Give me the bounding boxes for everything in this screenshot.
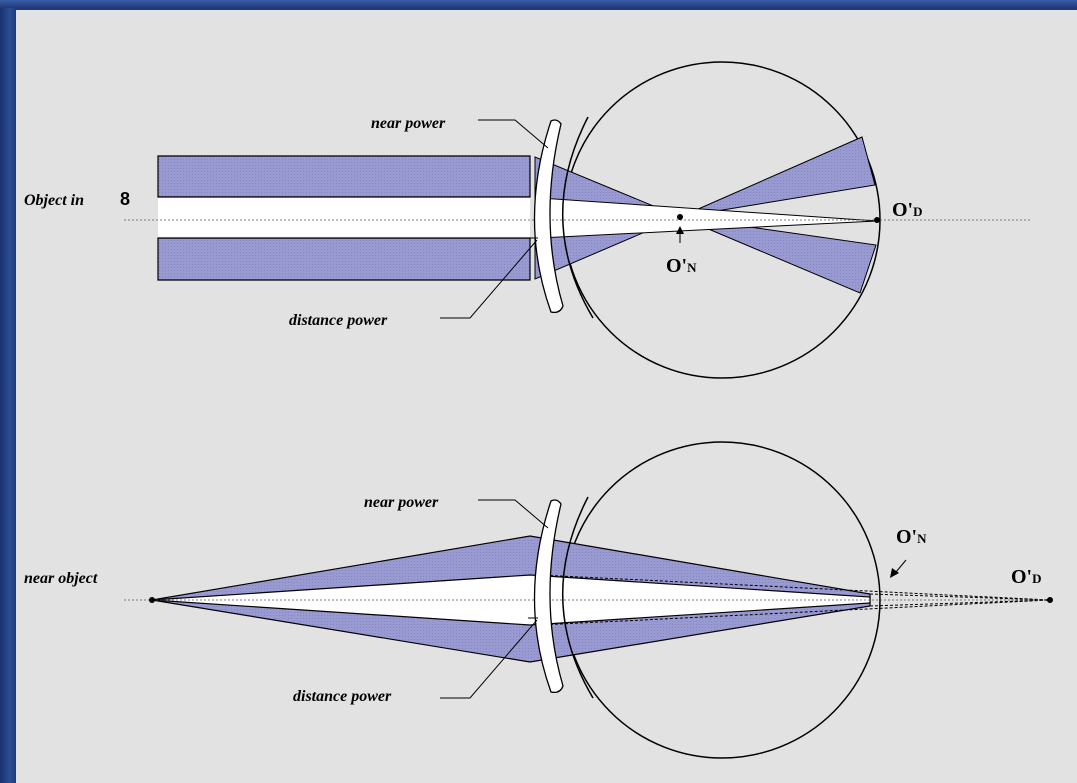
near-power-leader-top <box>478 119 549 149</box>
dashed-ray-lower <box>539 599 1051 626</box>
distance-focus-point <box>874 217 880 223</box>
dashed-ray-upper <box>539 574 1051 601</box>
distance-power-leader-top <box>440 239 538 319</box>
distance-focus-label-top: O'D <box>892 199 923 221</box>
cornea-top <box>561 116 594 319</box>
near-focus-label-top: O'N <box>666 255 697 277</box>
dashed-ray-mid-lower <box>869 599 1051 607</box>
near-power-label-bottom: near power <box>364 494 439 511</box>
bifocal-lens-top <box>533 119 564 314</box>
slide-top-border <box>0 0 1077 8</box>
beam-white-gap <box>158 197 530 238</box>
dashed-ray-mid-upper <box>869 593 1051 601</box>
distance-power-label-top: distance power <box>289 312 388 329</box>
bifocal-lens-bottom <box>533 499 564 694</box>
near-focus-arrowhead <box>676 226 684 234</box>
near-focus-point <box>677 214 683 220</box>
distance-power-label-bottom: distance power <box>293 688 392 705</box>
near-object-label: near object <box>24 570 98 587</box>
beam-lower-diverge <box>679 216 877 294</box>
near-focus-arrowhead-bottom <box>890 568 899 578</box>
infinity-symbol: 8 <box>120 189 130 209</box>
distance-focus-point-bottom <box>1047 597 1053 603</box>
near-power-leader-bottom <box>478 499 549 529</box>
near-power-label-top: near power <box>371 115 446 132</box>
object-label-top: Object in <box>24 192 84 209</box>
beam-upper-diverge <box>679 136 876 218</box>
cornea-bottom <box>561 496 594 699</box>
near-object-point <box>149 597 155 603</box>
distance-focus-label-bottom: O'D <box>1011 566 1042 588</box>
beam-lower-incoming <box>157 237 531 281</box>
near-focus-arrow-bottom <box>895 559 907 573</box>
top-diagram: near power distance power Object in 8 O'… <box>24 61 1030 379</box>
near-focus-label-bottom: O'N <box>896 526 927 548</box>
beam-upper-incoming <box>157 155 531 198</box>
distance-power-leader-bottom <box>440 619 538 699</box>
bottom-diagram: near power distance power near object O'… <box>24 441 1053 759</box>
